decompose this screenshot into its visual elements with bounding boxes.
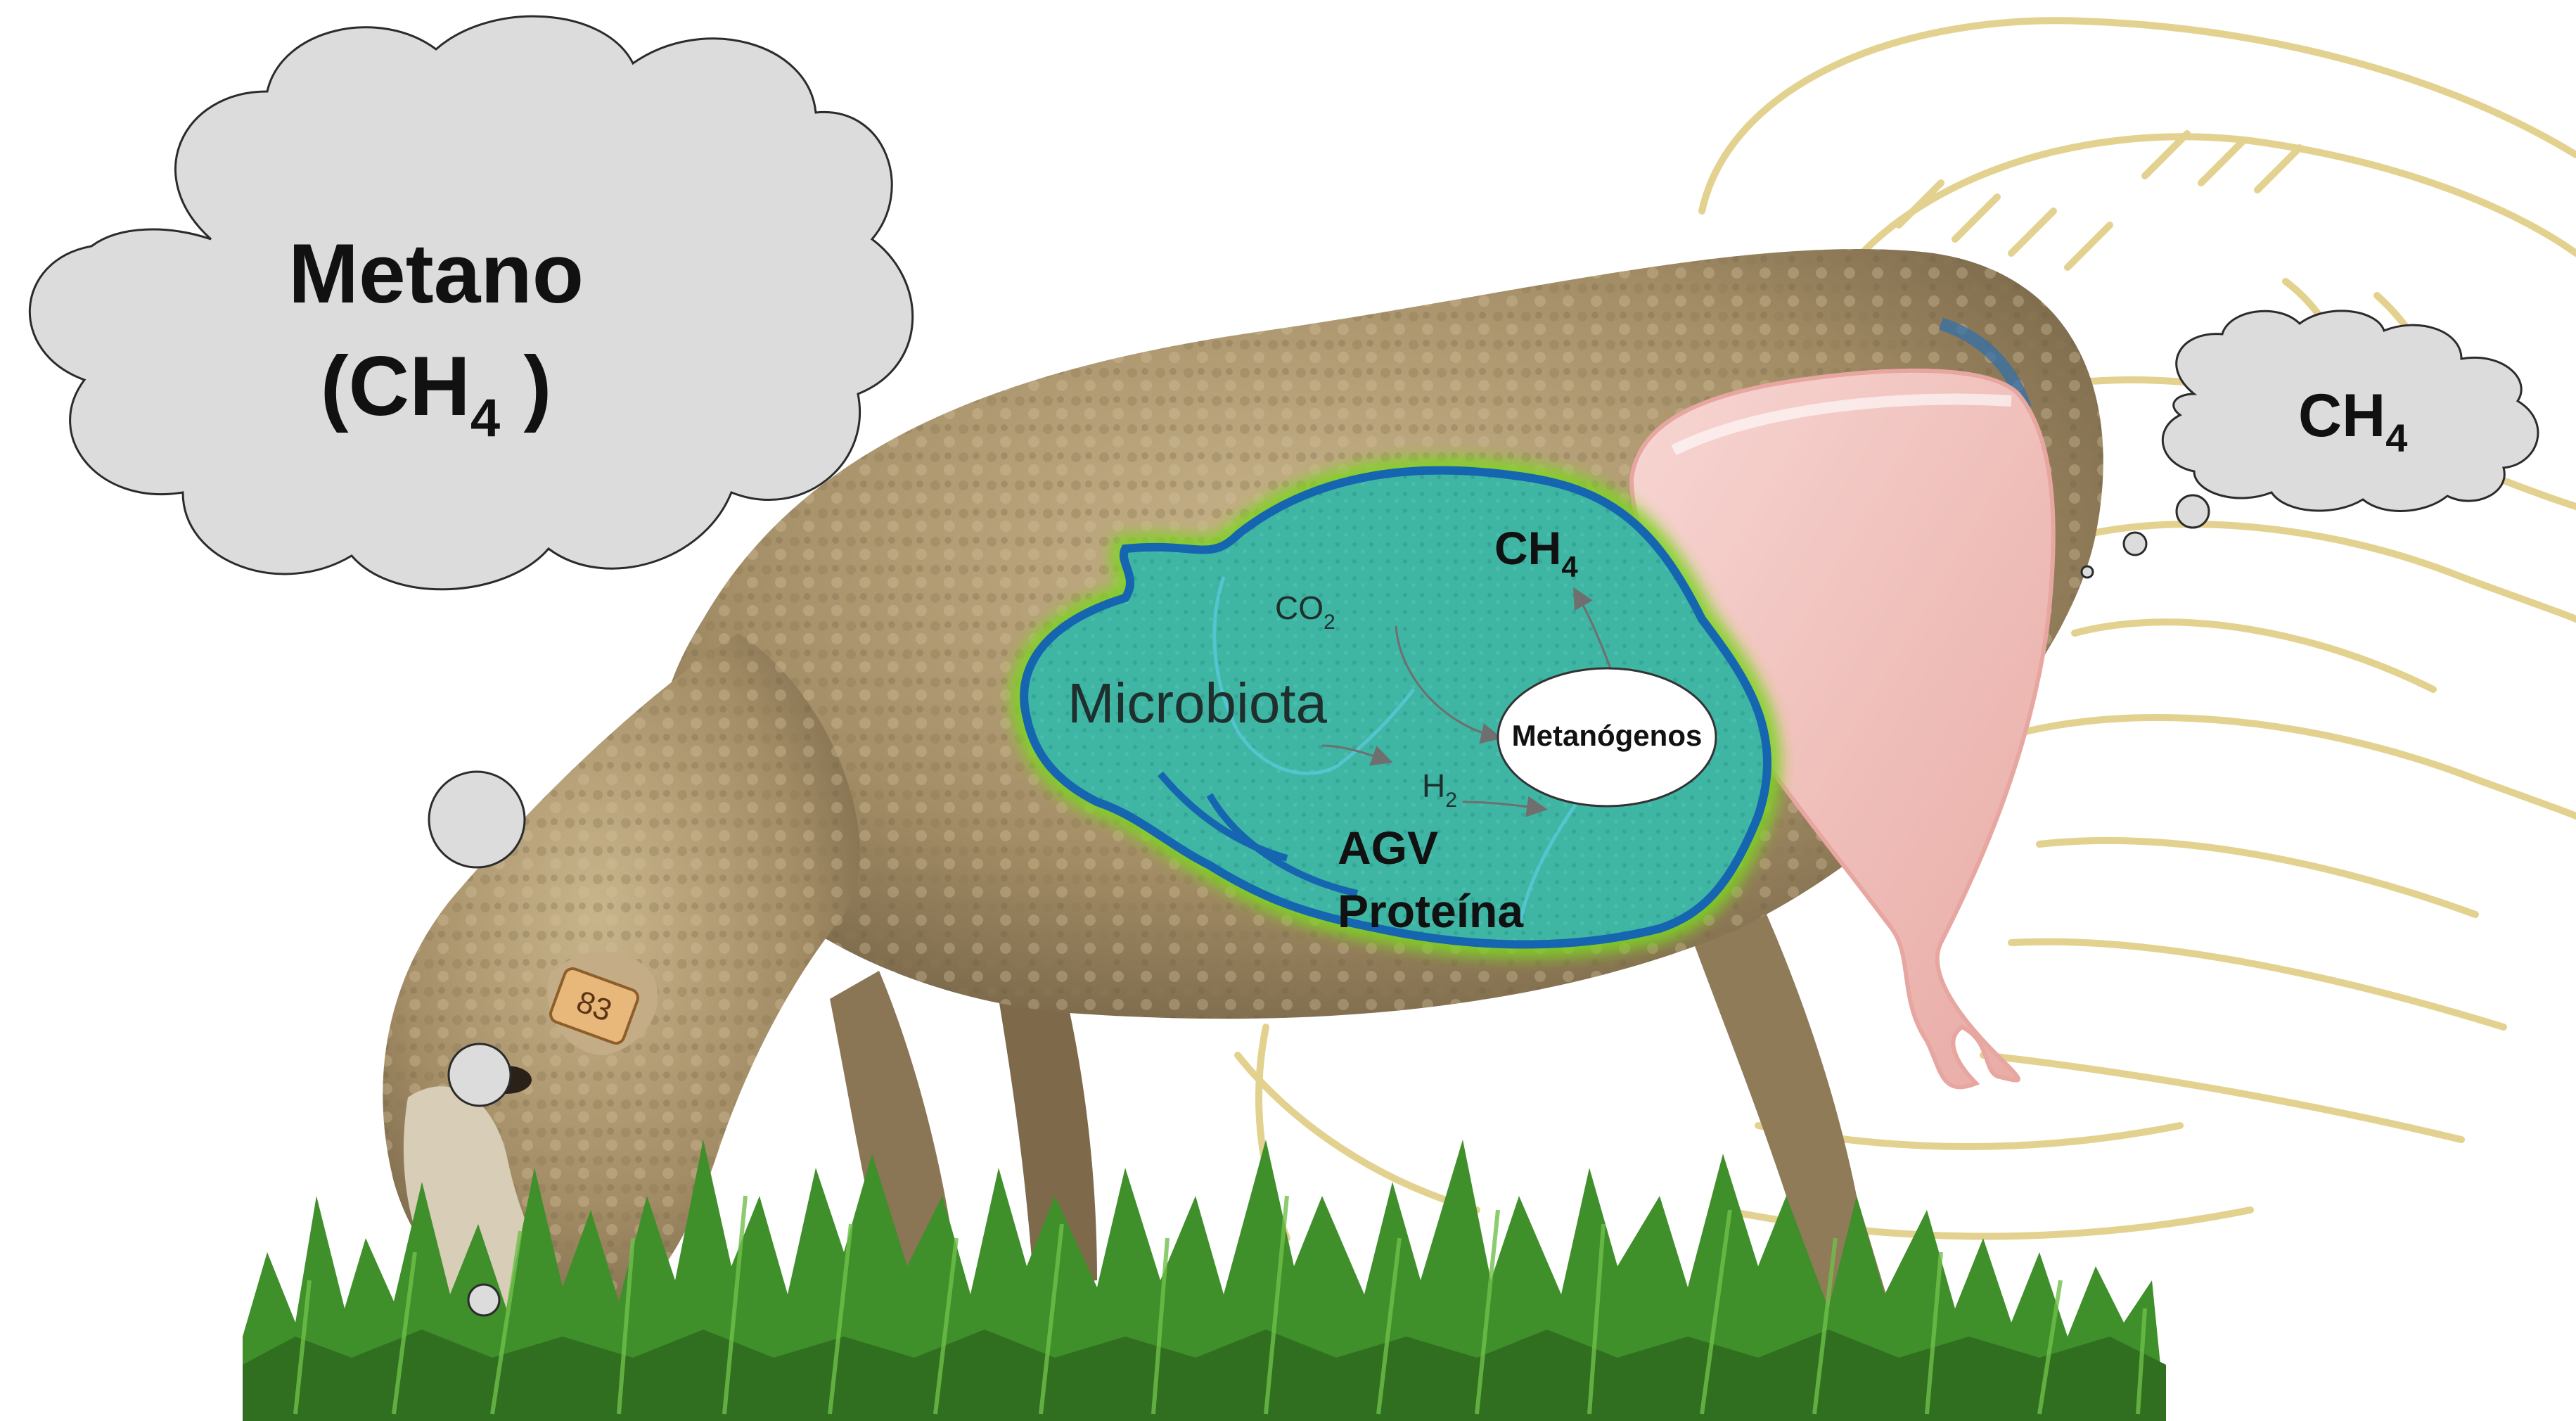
thought-bubble-medium (449, 1044, 511, 1106)
proteina-label: Proteína (1338, 885, 1524, 937)
thought-bubble-large (429, 772, 525, 867)
microbiota-label: Microbiota (1068, 672, 1328, 734)
right-bubble-medium (2124, 533, 2146, 555)
metano-label: Metano (288, 227, 584, 321)
ch4-thought-cloud: CH4 (2162, 311, 2538, 511)
metano-formula-label: (CH4 ) (321, 339, 552, 448)
right-bubble-small (2082, 566, 2093, 578)
thought-bubble-small (468, 1285, 499, 1315)
methanogens-label: Metanógenos (1512, 719, 1703, 752)
right-bubble-large (2177, 495, 2209, 528)
methane-thought-cloud: Metano (CH4 ) (30, 16, 912, 590)
agv-label: AGV (1338, 822, 1438, 874)
